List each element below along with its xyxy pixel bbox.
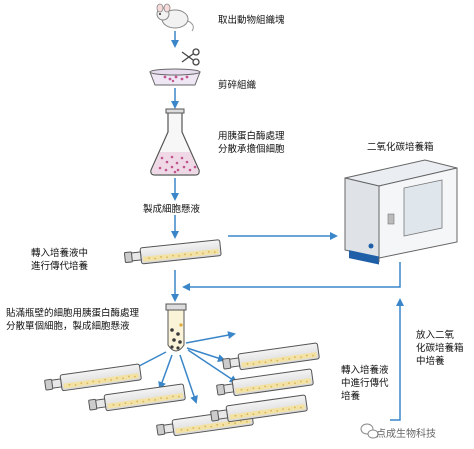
step-transfer-line2: 進行傳代培養: [31, 261, 89, 272]
step-trypsin-line2: 分散承擔個細胞: [218, 144, 285, 155]
step-trypsin-line1: 用胰蛋白酶處理: [218, 131, 285, 142]
put-in-incubator-line3: 中培養: [416, 356, 445, 367]
step-subculture-line2: 中進行傳代: [341, 378, 389, 389]
watermark-text: 点成生物科技: [376, 429, 436, 440]
put-in-incubator-line1: 放入二氧: [416, 330, 455, 341]
arrow-incubator-return: [182, 262, 401, 291]
mouse-icon: [156, 3, 194, 32]
step-subculture-line1: 轉入培養液: [341, 365, 389, 376]
put-in-incubator-line2: 化碳培養箱: [416, 343, 464, 354]
culture-flask-icon: [123, 239, 222, 267]
culture-flask-icon: [87, 383, 186, 414]
culture-flask-icon: [43, 363, 142, 394]
centrifuge-tube-icon: [165, 303, 187, 352]
incubator-icon: [344, 159, 458, 265]
incubator-title: 二氧化碳培養箱: [367, 142, 434, 153]
scissors-icon: [181, 48, 200, 66]
step-confluent-line2: 分散單個細胞，製成細胞懸液: [6, 321, 130, 332]
arrow-put-in-incubator: [390, 298, 404, 421]
step-subculture-line3: 培養: [341, 391, 361, 402]
culture-flask-icon: [215, 368, 314, 399]
step-mince-tissue-label: 剪碎組織: [218, 80, 257, 91]
dish-icon: [149, 68, 201, 86]
step-cell-suspension-label: 製成細胞懸液: [143, 204, 201, 215]
step-take-tissue-label: 取出動物組織塊: [218, 15, 285, 26]
wechat-icon: [360, 423, 379, 439]
step-transfer-line1: 轉入培養液中: [31, 248, 89, 259]
step-confluent-line1: 貼滿瓶壁的細胞用胰蛋白酶處理: [6, 308, 140, 319]
erlenmeyer-flask-icon: [150, 108, 200, 176]
culture-flask-icon: [221, 342, 320, 373]
